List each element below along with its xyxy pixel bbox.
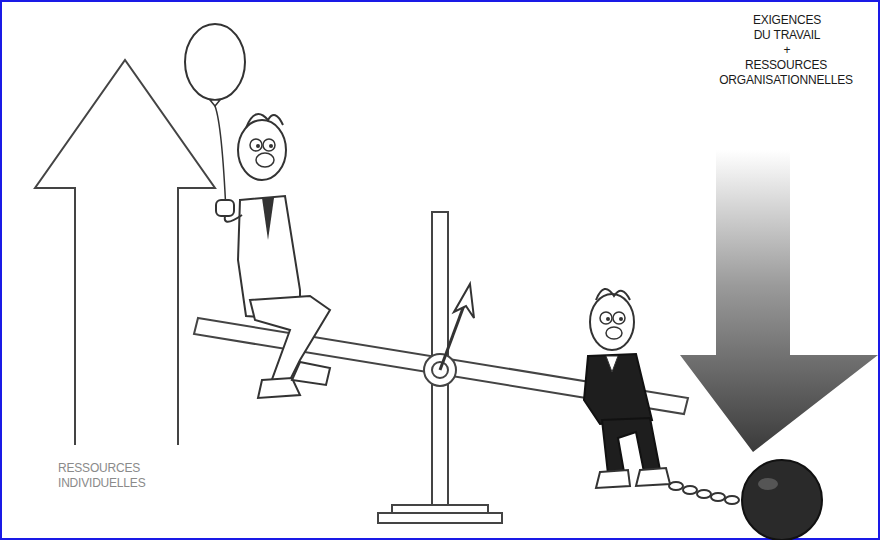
eye	[613, 312, 625, 324]
arrow-label: +	[744, 43, 830, 58]
shoe	[292, 362, 330, 385]
dark-man	[584, 289, 670, 488]
nose	[606, 327, 622, 339]
down-arrow	[680, 150, 878, 452]
shoe	[596, 470, 630, 488]
balloon-string	[215, 106, 226, 212]
ball-highlight	[758, 478, 778, 490]
ball-weight	[742, 460, 822, 540]
arrow-label: EXIGENCES DU TRAVAIL	[744, 13, 830, 43]
balloon	[185, 24, 245, 100]
chain-link	[697, 490, 711, 498]
pupil	[606, 317, 610, 321]
chain-link	[669, 482, 683, 490]
hair	[596, 289, 630, 300]
collar	[606, 356, 618, 372]
chain	[669, 482, 739, 504]
head	[590, 294, 634, 350]
seesaw-base	[378, 513, 502, 523]
arrow-label: RESSOURCES INDIVIDUELLES	[58, 461, 163, 491]
chain-link	[725, 496, 739, 504]
nose	[256, 153, 274, 167]
tie	[262, 198, 274, 240]
eye	[600, 312, 612, 324]
balloon-knot	[210, 100, 220, 106]
pupil	[269, 144, 273, 148]
legs	[250, 296, 330, 390]
seesaw-base	[392, 505, 488, 513]
hair	[246, 114, 283, 128]
arrow-label: RESSOURCES ORGANISATIONNELLES	[706, 58, 866, 88]
chain-link	[711, 493, 725, 501]
needle	[440, 300, 466, 370]
needle-head	[454, 284, 474, 318]
jacket	[584, 354, 652, 424]
eye	[250, 139, 262, 151]
hand	[216, 200, 234, 216]
head	[238, 120, 286, 180]
pupil	[256, 144, 260, 148]
pupil	[619, 317, 623, 321]
up-arrow	[35, 60, 215, 445]
light-man	[216, 114, 330, 398]
chain-link	[683, 486, 697, 494]
shoe	[636, 468, 670, 486]
eye	[263, 139, 275, 151]
legs	[602, 418, 660, 474]
